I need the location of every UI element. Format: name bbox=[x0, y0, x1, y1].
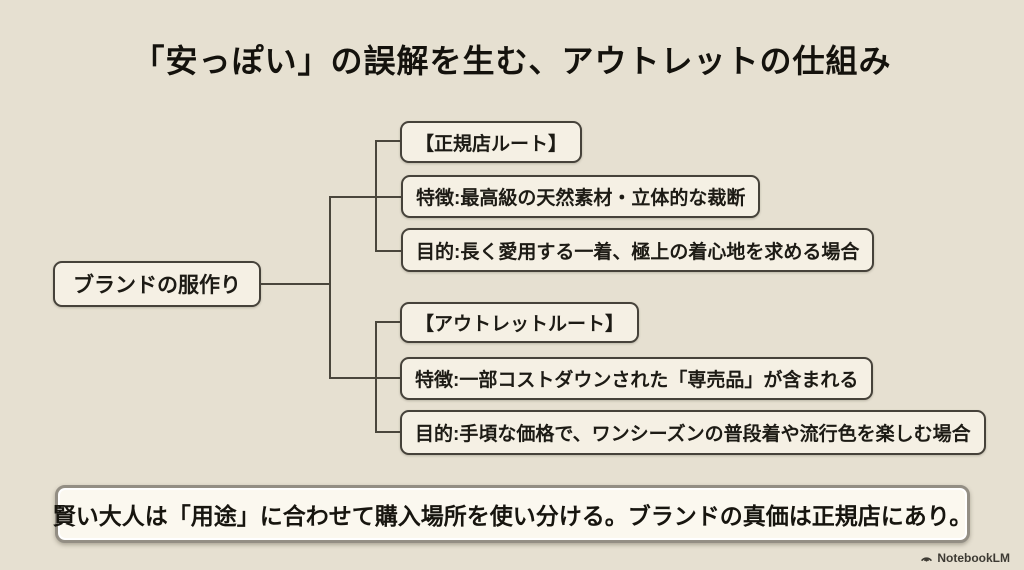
branch2-purpose-node: 目的:手頃な価格で、ワンシーズンの普段着や流行色を楽しむ場合 bbox=[400, 410, 986, 455]
notebooklm-watermark: NotebookLM bbox=[920, 551, 1010, 565]
branch1-purpose-node: 目的:長く愛用する一着、極上の着心地を求める場合 bbox=[401, 228, 875, 272]
connector-root-trunk bbox=[200, 283, 330, 285]
notebooklm-icon bbox=[920, 552, 933, 565]
root-node: ブランドの服作り bbox=[53, 261, 261, 307]
connector-branch1-vertical bbox=[375, 140, 377, 252]
diagram-title: 「安っぽい」の誤解を生む、アウトレットの仕組み bbox=[132, 43, 892, 79]
connector-branch1-stub-bottom bbox=[375, 250, 420, 252]
branch1-header-node: 【正規店ルート】 bbox=[400, 121, 583, 163]
connector-branch1-main bbox=[329, 196, 420, 198]
connector-branch2-main bbox=[329, 377, 420, 379]
connector-branch2-stub-bottom bbox=[375, 431, 420, 433]
branch2-header-node: 【アウトレットルート】 bbox=[400, 302, 640, 343]
connector-branch1-stub-top bbox=[375, 140, 420, 142]
connector-trunk-vertical bbox=[329, 196, 331, 379]
watermark-label: NotebookLM bbox=[937, 551, 1010, 565]
conclusion-banner: 賢い大人は「用途」に合わせて購入場所を使い分ける。ブランドの真価は正規店にあり。 bbox=[53, 485, 972, 543]
connector-branch2-stub-top bbox=[375, 321, 420, 323]
connector-branch2-vertical bbox=[375, 321, 377, 433]
branch1-feature-node: 特徴:最高級の天然素材・立体的な裁断 bbox=[401, 175, 761, 218]
branch2-feature-node: 特徴:一部コストダウンされた「専売品」が含まれる bbox=[400, 357, 874, 400]
